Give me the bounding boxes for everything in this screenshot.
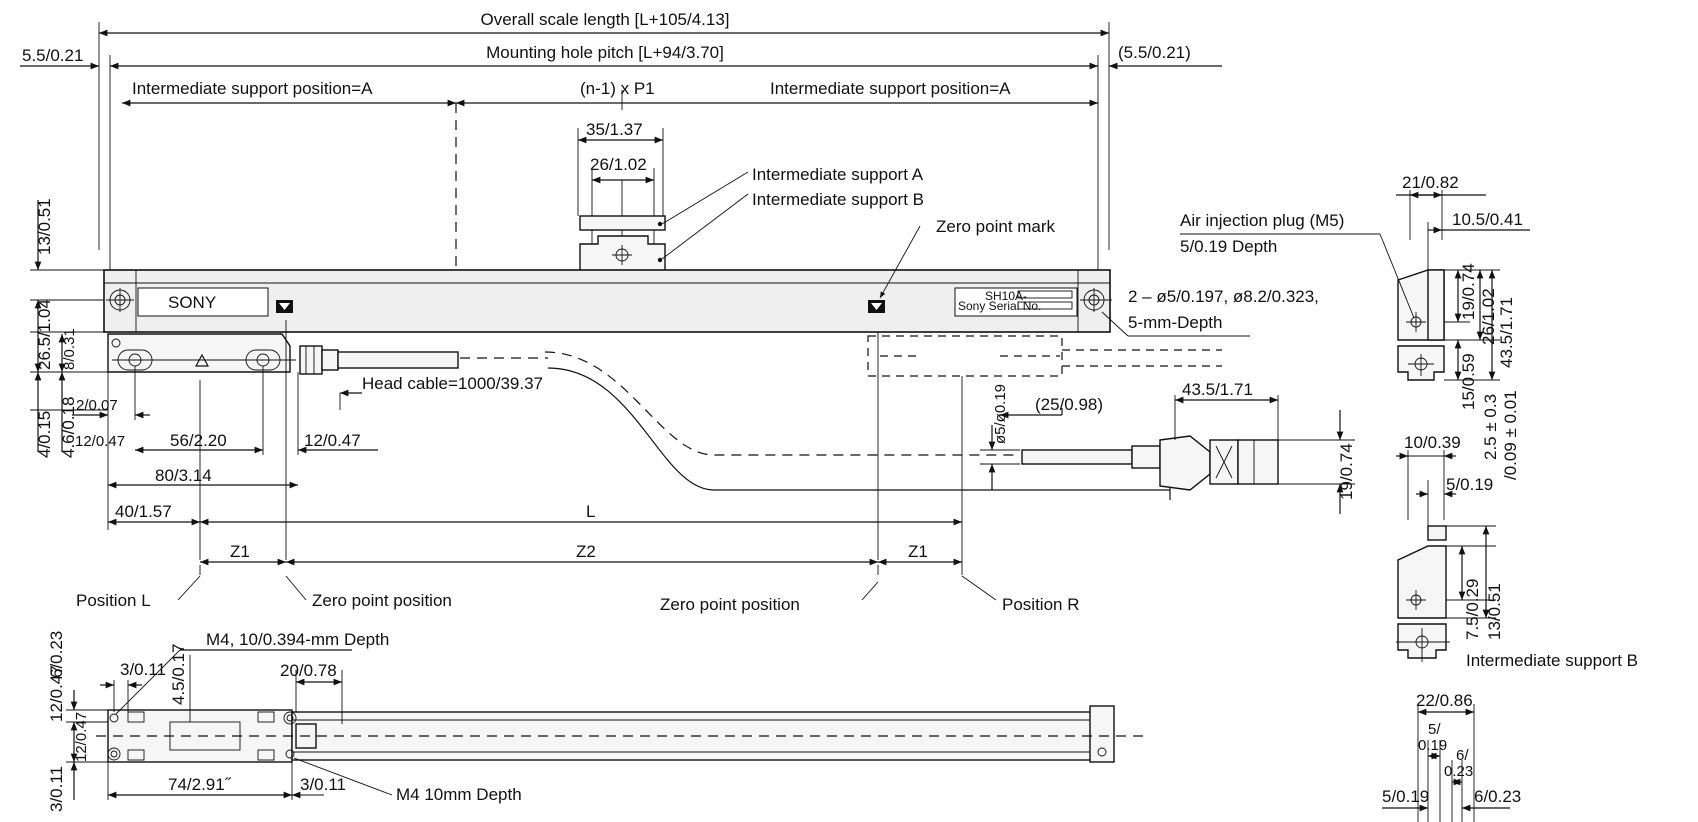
bottom-45-label: 4.5/0.17	[169, 644, 188, 705]
right-offset-label: (5.5/0.21)	[1118, 43, 1191, 62]
lower-horizontal-dims	[72, 320, 1355, 575]
air-depth-label: 5/0.19 Depth	[1180, 237, 1277, 256]
bottom-3-right-label: 3/0.11	[300, 775, 346, 794]
support-position-left-label: Intermediate support position=A	[132, 79, 373, 98]
serial-text: Sony Serial No.	[958, 299, 1041, 313]
mounting-pitch-label: Mounting hole pitch [L+94/3.70]	[486, 43, 724, 62]
dim-435-label: 43.5/1.71	[1182, 380, 1253, 399]
support-position-right-label: Intermediate support position=A	[770, 79, 1011, 98]
intermediate-support-b-label: Intermediate support B	[752, 190, 924, 209]
side-view-bottom-detail	[1382, 704, 1510, 822]
dim-z2-label: Z2	[576, 542, 596, 561]
sony-logo-text: SONY	[168, 293, 216, 312]
height-265-label: 26.5/1.04	[35, 299, 54, 370]
dim-2-label: 2/0.07	[76, 397, 118, 414]
bottom-3-top-label: 3/0.11	[120, 660, 166, 679]
bottom-74-label: 74/2.91˝	[168, 775, 232, 794]
intermediate-support-top	[577, 128, 749, 292]
right-22-label: 22/0.86	[1416, 691, 1473, 710]
dim-35-label: 35/1.37	[586, 120, 643, 139]
right-10-label: 10/0.39	[1404, 433, 1461, 452]
right-19-label: 19/0.74	[1459, 263, 1478, 320]
right-6c-label: 6/0.23	[1474, 787, 1521, 806]
model-text: SH10A-	[985, 289, 1027, 303]
dim-z1-left-label: Z1	[230, 542, 250, 561]
top-dimensions	[20, 22, 1222, 270]
intermediate-support-a-label: Intermediate support A	[752, 165, 924, 184]
right-5-label: 5/0.19	[1446, 475, 1493, 494]
dim-z1-right-label: Z1	[908, 542, 928, 561]
bottom-3-left-label: 3/0.11	[47, 766, 66, 812]
right-5b-label: 0.19	[1418, 737, 1447, 754]
bottom-12-inner-label: 12/0.47	[73, 712, 90, 762]
holes-label-line1: 2 – ø5/0.197, ø8.2/0.323,	[1128, 287, 1319, 306]
right-15-label: 15/0.59	[1459, 353, 1478, 410]
side-view-end	[1379, 190, 1530, 381]
holes-label-line2: 5-mm-Depth	[1128, 313, 1222, 332]
m4-depth-label: M4, 10/0.394-mm Depth	[206, 630, 389, 649]
scale-body	[103, 225, 1111, 333]
right-5c-label: 5/0.19	[1382, 787, 1429, 806]
dim-25-label: (25/0.98)	[1035, 395, 1103, 414]
head-cable	[544, 351, 1279, 500]
dim-5-dia-label: ø5/ø0.19	[992, 384, 1009, 444]
dim-L-label: L	[586, 502, 595, 521]
bottom-6-label: 6/0.23	[47, 631, 66, 678]
right-13-label: 13/0.51	[1485, 583, 1504, 640]
right-26-label: 26/1.02	[1479, 288, 1498, 345]
bottom-view	[66, 649, 1150, 800]
right-75-label: 7.5/0.29	[1463, 579, 1482, 640]
height-8-label: 8/0.31	[61, 328, 78, 370]
dim-26-label: 26/1.02	[590, 155, 647, 174]
right-25-tol-label: 2.5 ± 0.3	[1481, 394, 1500, 460]
right-435-label: 43.5/1.71	[1497, 297, 1516, 368]
left-height-dims	[30, 200, 108, 452]
right-6a-label: 6/	[1456, 747, 1469, 764]
height-4-label: 4/0.15	[35, 411, 54, 458]
right-009-tol-label: /0.09 ± 0.01	[1501, 390, 1520, 480]
dim-12-small-label: 12/0.47	[75, 433, 125, 450]
position-callouts	[177, 575, 997, 601]
dim-12-label: 12/0.47	[304, 431, 361, 450]
right-6b-label: 0.23	[1444, 763, 1473, 780]
bottom-12-label: 12/0.47	[47, 665, 66, 722]
dim-40-label: 40/1.57	[115, 502, 172, 521]
dim-19-label: 19/0.74	[1337, 443, 1356, 500]
right-5a-label: 5/	[1428, 721, 1441, 738]
dim-80-label: 80/3.14	[155, 466, 212, 485]
dim-56-label: 56/2.20	[170, 431, 227, 450]
right-21-label: 21/0.82	[1402, 173, 1459, 192]
bottom-20-label: 20/0.78	[280, 661, 337, 680]
right-105-label: 10.5/0.41	[1452, 210, 1523, 229]
overall-length-label: Overall scale length [L+105/4.13]	[480, 10, 729, 29]
position-r-label: Position R	[1002, 595, 1079, 614]
head-cable-label: Head cable=1000/39.37	[362, 374, 543, 393]
left-offset-label: 5.5/0.21	[22, 46, 83, 65]
position-l-label: Position L	[76, 591, 151, 610]
height-13-label: 13/0.51	[35, 198, 54, 255]
zero-point-mark-label: Zero point mark	[936, 217, 1056, 236]
intermediate-support-b-side-label: Intermediate support B	[1466, 651, 1638, 670]
read-head-left	[107, 333, 548, 375]
zero-point-position-right-label: Zero point position	[660, 595, 800, 614]
side-view-support-b	[1396, 450, 1496, 662]
height-46-label: 4.6/0.18	[59, 397, 78, 458]
air-injection-plug-label: Air injection plug (M5)	[1180, 211, 1344, 230]
m4-10mm-label: M4 10mm Depth	[396, 785, 522, 804]
zero-point-position-left-label: Zero point position	[312, 591, 452, 610]
n-p1-label: (n-1) x P1	[580, 79, 655, 98]
